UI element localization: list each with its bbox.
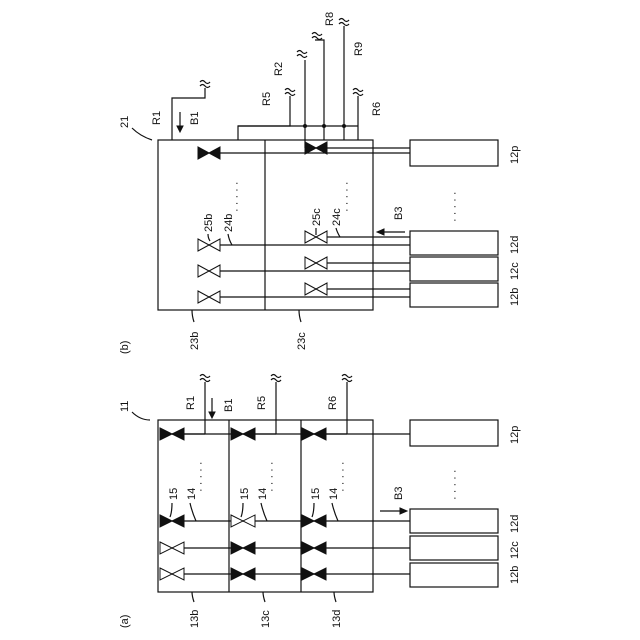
dots-b-2: · · · · · [341,181,353,212]
leader-a-13c [263,592,265,602]
dots-a-3: · · · · · [337,461,349,492]
label-a-tag: (a) [119,615,131,628]
unit-a-12d [410,509,498,533]
label-a-12c: 12c [509,541,521,559]
panel-a: (a) 11 R1 B1 R5 R6 [119,375,521,629]
unit-a-12p [410,420,498,446]
label-b-b3: B3 [393,207,405,220]
break-r1-b [200,81,210,88]
label-b-12d: 12d [509,236,521,254]
dots-b-1: · · · · · [231,181,243,212]
dots-b-3: · · · · · [449,191,461,222]
junction-b-3 [342,124,346,128]
dots-a-1: · · · · · [195,461,207,492]
label-a-13d: 13d [331,610,343,628]
label-a-15-3: 15 [310,488,322,500]
leader-b-23b [192,310,194,322]
label-a-ref: 11 [119,401,131,412]
label-b-r8: R8 [324,12,336,26]
dots-a-4: · · · · · [449,469,461,500]
label-b-25c: 25c [311,208,323,226]
label-b-r6: R6 [371,102,383,116]
unit-a-12c [410,536,498,560]
label-a-14-2: 14 [257,488,269,500]
unit-b-12b [410,283,498,307]
arrowhead-b3-a [400,508,407,514]
leader-a-13d [334,592,336,602]
unit-b-12d [410,231,498,255]
label-b-tag: (b) [119,341,131,354]
unit-b-12p [410,140,498,166]
label-a-r5: R5 [256,396,268,410]
leader-b-23c [299,310,301,322]
break-r1-a [200,375,210,382]
break-r6-a [342,375,352,382]
label-b-23b: 23b [189,332,201,350]
label-b-23c: 23c [296,332,308,350]
panel-b: (b) 21 R1 B1 R5 R2 R8 R9 R6 [119,12,521,354]
label-a-12b: 12b [509,566,521,584]
label-a-12d: 12d [509,515,521,533]
label-a-13c: 13c [260,610,272,628]
label-b-r2: R2 [273,62,285,76]
break-r6-b [353,89,363,96]
break-r5-a [271,375,281,382]
label-b-b1: B1 [189,112,201,125]
unit-b-12c [410,257,498,281]
label-a-b3: B3 [393,487,405,500]
label-a-r1: R1 [185,396,197,410]
junction-b-1 [303,124,307,128]
label-b-r1: R1 [151,111,163,125]
label-b-12p: 12p [509,146,521,164]
break-r8-b [312,33,322,40]
arrowhead-b1-b [177,126,183,132]
leader-a-13b [192,592,194,602]
label-b-12c: 12c [509,262,521,280]
label-b-12b: 12b [509,288,521,306]
label-b-r9: R9 [353,42,365,56]
arrowhead-b3-b [377,229,384,235]
break-r2-b [297,51,307,58]
ref-leader-a [132,412,150,420]
break-r9-b [339,19,349,26]
label-a-14-1: 14 [186,488,198,500]
label-a-r6: R6 [327,396,339,410]
label-b-25b: 25b [203,214,215,232]
label-a-12p: 12p [509,426,521,444]
junction-b-2 [322,124,326,128]
label-a-15-1: 15 [168,488,180,500]
label-a-15-2: 15 [239,488,251,500]
label-b-24c: 24c [331,208,343,226]
label-a-b1: B1 [223,399,235,412]
ref-leader-b [132,128,152,140]
label-b-ref: 21 [119,116,131,128]
label-a-14-3: 14 [328,488,340,500]
label-b-24b: 24b [223,214,235,232]
unit-a-12b [410,563,498,587]
break-r5-b [285,89,295,96]
dots-a-2: · · · · · [266,461,278,492]
label-a-13b: 13b [189,610,201,628]
label-b-r5: R5 [261,92,273,106]
arrowhead-b1-a [209,412,215,418]
